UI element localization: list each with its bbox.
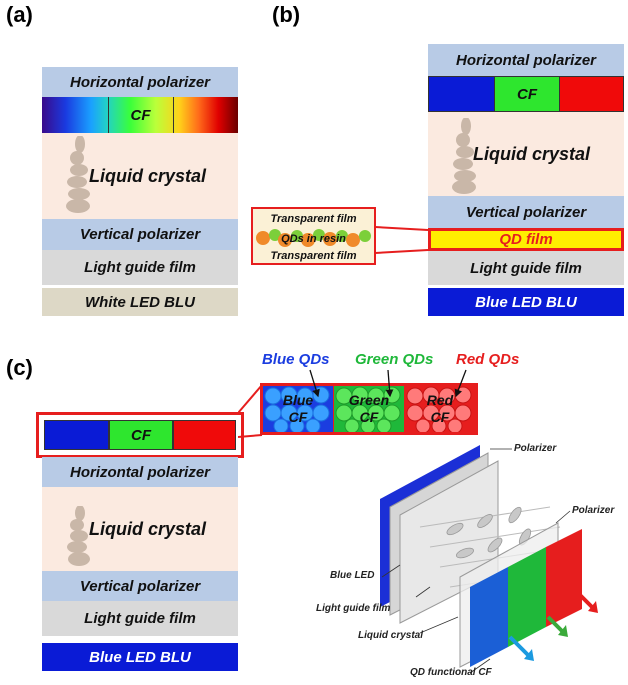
c-label-light-guide-film: Light guide film [316,603,391,614]
b-callout-top-film: Transparent film [270,213,357,225]
c-callout-connector [238,384,263,438]
panel-b-label: (b) [272,2,301,27]
c-device-lc-molecules [446,506,532,559]
c-device-leader-lines [381,448,571,674]
c-green-qds-title: Green QDs [355,351,434,368]
b-qd-particles-icon [256,229,371,247]
a-cf-label: CF [130,106,151,124]
c-cf-red [173,420,236,450]
c-qd-blue-line2: CF [288,409,308,425]
b-qd-film: QD film [428,228,624,251]
c-red-qds-title: Red QDs [456,351,520,368]
a-horizontal-polarizer: Horizontal polarizer [42,67,238,97]
panel-a-label: (a) [6,2,33,27]
c-exploded-device-illustration [380,445,598,674]
c-device-green-arrow [546,615,564,633]
c-qd-green-line2: CF [359,409,379,425]
a-lc-molecules-icon [66,136,90,213]
c-label-polarizer-right: Polarizer [572,505,615,516]
panel-c-label: (c) [6,355,33,380]
a-cf-divider-2 [173,97,174,133]
c-cf-row: CF [36,412,244,458]
c-label-liquid-crystal: Liquid crystal [358,630,424,641]
b-callout-qds-in-resin: QDs in resin [281,233,346,245]
c-blue-qds-title: Blue QDs [262,351,330,368]
a-cf-spectrum [42,97,238,133]
c-horizontal-polarizer: Horizontal polarizer [42,457,238,487]
c-device-blue-arrow [508,635,530,657]
c-qd-red-line1: Red [426,392,454,408]
c-qd-green-line1: Green [348,392,390,408]
b-lc-molecules-icon [452,118,476,194]
c-cf-green: CF [108,420,174,450]
c-blue-qd-particles-icon [264,386,330,432]
c-label-polarizer-top: Polarizer [514,443,557,454]
a-white-led-blu: White LED BLU [42,288,238,316]
b-cf-red [560,77,623,111]
c-label-blue-led: Blue LED [330,570,375,581]
c-blue-led-blu: Blue LED BLU [42,643,238,671]
c-qd-blue-line1: Blue [282,392,314,408]
b-callout-bottom-film: Transparent film [270,250,357,262]
c-light-guide-film: Light guide film [42,601,238,636]
c-device-qd-red-stripe [546,529,582,627]
c-qd-cell-red: Red CF [405,386,475,432]
c-qd-cell-blue: Blue CF [263,386,333,432]
c-device-qd-blue-stripe [470,567,508,667]
c-label-qd-functional-cf: QD functional CF [410,667,492,678]
c-red-qd-particles-icon [406,386,472,432]
c-green-qd-particles-icon [335,386,401,432]
b-horizontal-polarizer: Horizontal polarizer [428,44,624,76]
c-qd-title-arrows [309,369,467,398]
c-vertical-polarizer: Vertical polarizer [42,571,238,601]
c-device-red-arrow [576,591,594,609]
a-cf-divider-1 [108,97,109,133]
c-device-qd-green-stripe [508,547,546,647]
c-lc-molecules-icon [67,506,90,566]
b-cf-blue [429,77,495,111]
b-cf-row: CF [428,76,624,112]
b-light-guide-film: Light guide film [428,251,624,285]
c-qd-red-line2: CF [430,409,450,425]
c-cf-blue [44,420,109,450]
a-vertical-polarizer: Vertical polarizer [42,219,238,250]
b-cf-green: CF [495,77,560,111]
b-blue-led-blu: Blue LED BLU [428,288,624,316]
a-cf-gradient-row: CF [42,97,238,133]
b-vertical-polarizer: Vertical polarizer [428,196,624,228]
b-qd-film-callout: Transparent film QDs in resin Transparen… [251,207,376,265]
b-callout-connector [375,226,429,254]
a-light-guide-film: Light guide film [42,250,238,285]
